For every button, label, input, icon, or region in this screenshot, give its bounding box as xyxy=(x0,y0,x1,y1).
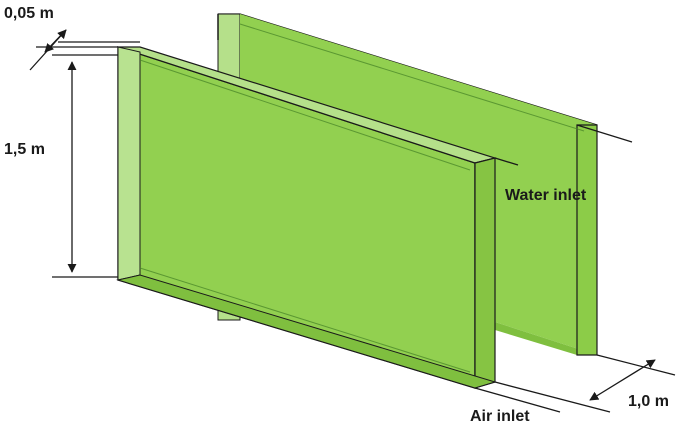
water-inlet-line xyxy=(494,124,633,166)
air-inlet-line xyxy=(474,387,561,413)
thickness-label: 0,05 m xyxy=(4,5,54,22)
water-inlet-label: Water inlet xyxy=(505,187,587,204)
back-plate-right-edge xyxy=(576,124,598,356)
back-plate-face xyxy=(240,14,597,355)
height-dimension xyxy=(52,54,118,278)
height-label: 1,5 m xyxy=(4,141,45,158)
spacing-dimension xyxy=(494,354,676,413)
front-plate-left-edge xyxy=(117,46,141,281)
spacing-label: 1,0 m xyxy=(628,393,669,410)
thickness-dimension xyxy=(29,29,140,71)
front-plate xyxy=(116,46,498,389)
air-inlet-label: Air inlet xyxy=(470,408,530,425)
front-plate-right-edge xyxy=(474,157,496,389)
back-plate-bottom xyxy=(495,322,597,355)
